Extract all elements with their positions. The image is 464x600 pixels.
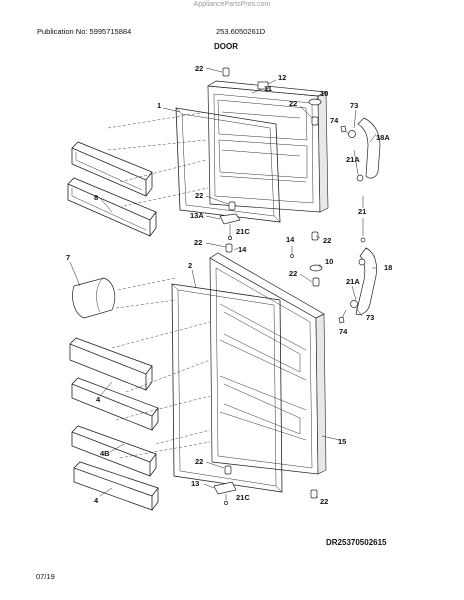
callout-12: 12 — [278, 73, 286, 82]
callout-21a: 21A — [346, 155, 360, 164]
callout-22: 22 — [289, 269, 297, 278]
hinge-bushing-22f — [312, 277, 320, 287]
freezer-door-shelf-lower — [67, 177, 157, 237]
callout-21: 21 — [358, 207, 366, 216]
callout-74: 74 — [330, 116, 339, 125]
callout-22: 22 — [320, 497, 328, 506]
fresh-food-guide-lines — [111, 321, 211, 459]
model-number: 253.6050261D — [216, 27, 266, 36]
freezer-door-gasket — [175, 107, 281, 223]
revision-date: 07/19 — [36, 572, 55, 581]
hinge-plug-10b — [309, 264, 323, 272]
callout-14: 14 — [238, 245, 247, 254]
hinge-bushing-22d — [311, 231, 319, 241]
freezer-guide-lines — [107, 111, 209, 207]
dairy-door-compartment — [72, 277, 177, 319]
hinge-bushing-22b — [311, 116, 319, 126]
callout-8: 8 — [94, 193, 98, 202]
callout-22: 22 — [195, 457, 203, 466]
fresh-food-door-panel — [209, 252, 327, 475]
screw-21 — [360, 237, 366, 243]
callout-74: 74 — [339, 327, 348, 336]
hinge-bushing-22c — [228, 201, 236, 211]
site-watermark: AppliancePartsPros.com — [193, 1, 271, 8]
callout-13: 13 — [191, 479, 199, 488]
callout-13a: 13A — [190, 211, 204, 220]
callout-73: 73 — [350, 101, 358, 110]
callout-21c: 21C — [236, 493, 250, 502]
section-title: DOOR — [214, 42, 238, 51]
callout-15: 15 — [338, 437, 346, 446]
fresh-food-door-shelf-1 — [69, 337, 153, 391]
callout-22: 22 — [195, 64, 203, 73]
fresh-food-door-shelf-3 — [71, 425, 157, 477]
hinge-bushing-22g — [224, 465, 232, 475]
fresh-food-door-shelf-4 — [73, 461, 159, 511]
freezer-door-shelf-upper — [71, 141, 153, 197]
publication-number: Publication No: 5995715884 — [37, 27, 132, 36]
callout-22: 22 — [194, 238, 202, 247]
center-hinge-13a — [219, 213, 241, 225]
callout-14: 14 — [286, 235, 295, 244]
screw-14 — [290, 254, 294, 258]
callout-4b: 4B — [100, 449, 110, 458]
fresh-food-door-gasket — [171, 283, 283, 493]
hinge-cover-12 — [257, 81, 269, 90]
callout-18: 18 — [384, 263, 392, 272]
callout-21c: 21C — [236, 227, 250, 236]
callout-22: 22 — [323, 236, 331, 245]
callout-10: 10 — [320, 89, 328, 98]
hinge-bushing-22a — [222, 67, 230, 77]
callout-21a: 21A — [346, 277, 360, 286]
hinge-bushing-22e — [225, 243, 233, 253]
callout-10: 10 — [325, 257, 333, 266]
callout-2: 2 — [188, 261, 192, 270]
callout-4: 4 — [96, 395, 101, 404]
callout-labels: 22 12 11 1 10 22 73 74 18A 21A 8 22 13A … — [66, 64, 392, 506]
freezer-door-handle — [340, 117, 381, 182]
callout-73: 73 — [366, 313, 374, 322]
hinge-bushing-22h — [310, 489, 318, 499]
callout-18a: 18A — [376, 133, 390, 142]
hinge-plug-10a — [308, 98, 322, 106]
fresh-food-door-handle — [338, 247, 377, 324]
leader-lines — [69, 67, 377, 499]
fresh-food-door-shelf-2 — [71, 377, 159, 431]
callout-22: 22 — [289, 99, 297, 108]
callout-11: 11 — [264, 84, 272, 93]
callout-4: 4 — [94, 496, 99, 505]
callout-22: 22 — [195, 191, 203, 200]
callout-7: 7 — [66, 253, 70, 262]
callout-1: 1 — [157, 101, 161, 110]
bottom-hinge-13 — [213, 481, 237, 495]
drawing-id: DR25370502615 — [326, 538, 387, 547]
